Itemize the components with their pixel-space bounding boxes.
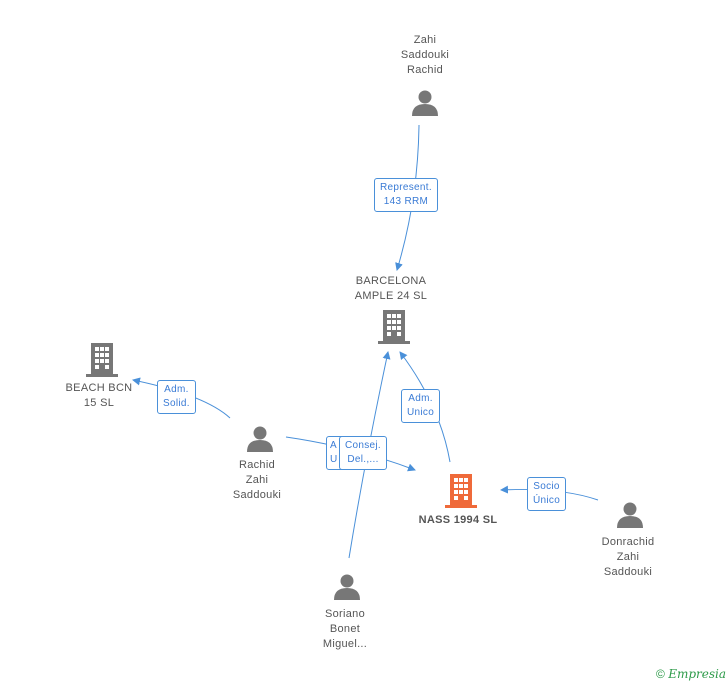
edge-label-line: Represent. [380,182,432,193]
person-icon[interactable] [333,573,361,601]
node-label-line: Miguel... [322,638,368,650]
edge-label-line: Adm. [408,393,433,404]
edge-label-adm-unico[interactable]: Adm. Unico [401,389,441,423]
edge-label-consej-del[interactable]: Consej. Del.,... [339,436,388,470]
node-label-beach-bcn-15-sl[interactable]: BEACH BCN 15 SL [44,381,154,411]
edge-label-line: Adm. [164,384,189,395]
building-main-icon[interactable] [445,474,477,508]
brand-name: Empresia [668,667,726,681]
edge-label-line: Único [533,495,561,506]
node-label-line: Saddouki [603,566,653,578]
building-icon[interactable] [86,343,118,377]
copyright-symbol: © [656,667,665,681]
edge-label-adm-solid[interactable]: Adm. Solid. [157,380,196,414]
edge-label-line: A [330,440,337,451]
edge-label-line: 143 RRM [383,196,429,207]
node-label-line: Soriano [324,608,365,620]
node-label-line: Rachid [238,459,276,471]
node-label-line: 15 SL [83,397,115,409]
building-icon[interactable] [378,310,410,344]
node-label-line: Zahi [616,551,640,563]
node-label-rachid-zahi-saddouki[interactable]: Rachid Zahi Saddouki [202,458,312,503]
node-label-line: Zahi [245,474,269,486]
node-label-line: BARCELONA [355,275,427,287]
person-icon[interactable] [616,501,644,529]
edge-label-represent[interactable]: Represent. 143 RRM [374,178,438,212]
node-label-barcelona-ample-24-sl[interactable]: BARCELONA AMPLE 24 SL [336,274,446,304]
node-label-line: Saddouki [232,489,282,501]
edge-label-socio-unico[interactable]: Socio Único [527,477,567,511]
node-label-line: Rachid [406,64,444,76]
node-label-soriano-bonet-miguel[interactable]: Soriano Bonet Miguel... [290,607,400,652]
node-label-line: BEACH BCN [65,382,133,394]
node-label-nass-1994-sl[interactable]: NASS 1994 SL [403,513,513,528]
person-icon[interactable] [246,425,274,453]
edge-label-line: Consej. [345,440,382,451]
edge-label-line: Del.,... [347,454,379,465]
node-label-line: Donrachid [601,536,655,548]
node-label-line: NASS 1994 SL [418,514,498,526]
node-label-line: Zahi [413,34,437,46]
edge-label-line: Socio [533,481,560,492]
edge-label-line: Solid. [163,398,190,409]
node-label-zahi-saddouki-rachid[interactable]: Zahi Saddouki Rachid [370,33,480,78]
node-label-donrachid-zahi-saddouki[interactable]: Donrachid Zahi Saddouki [573,535,683,580]
footer-brand[interactable]: © Empresia [656,667,726,681]
edge-label-line: Unico [407,407,435,418]
person-icon[interactable] [411,89,439,117]
edge-label-line: U [330,454,338,465]
node-label-line: Saddouki [400,49,450,61]
node-label-line: Bonet [329,623,361,635]
node-label-line: AMPLE 24 SL [354,290,428,302]
